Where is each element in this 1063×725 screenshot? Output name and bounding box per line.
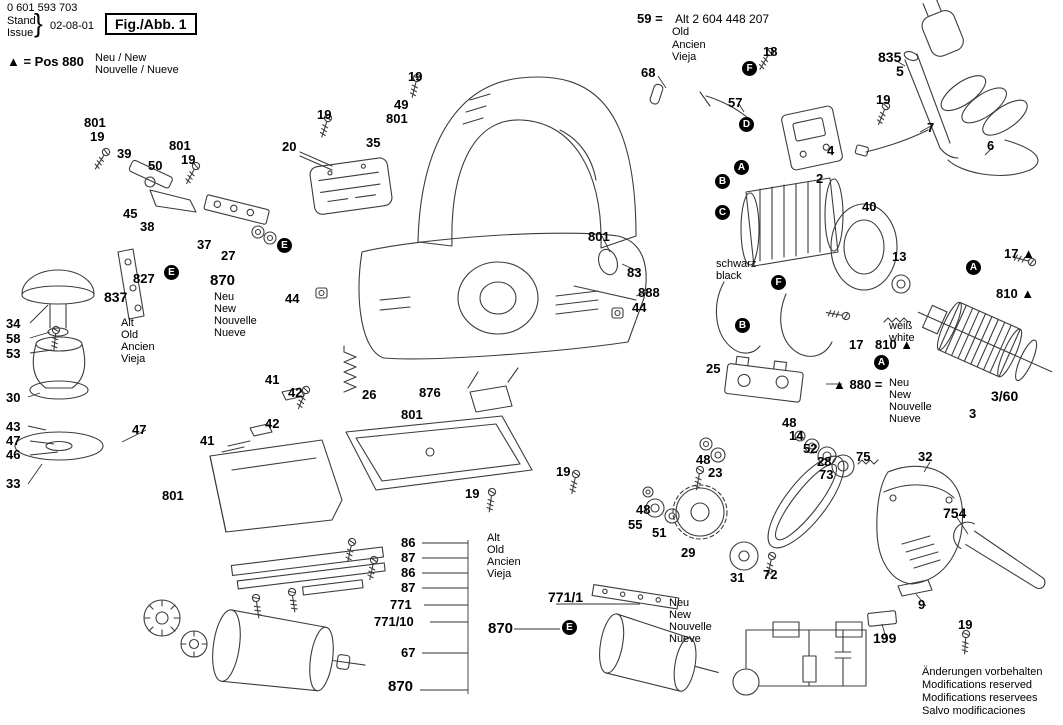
issue-date: 02-08-01	[50, 20, 95, 32]
note59-line: Ancien	[672, 38, 706, 51]
rights-notice: Änderungen vorbehalten Modifications res…	[922, 666, 1042, 718]
brace-glyph: }	[34, 8, 43, 38]
stand-label: Stand	[7, 15, 36, 27]
figure-box: Fig./Abb. 1	[105, 13, 197, 35]
note59-languages: Old Ancien Vieja	[672, 26, 706, 64]
rights-line: Modifications reserved	[922, 679, 1033, 691]
rights-line: Änderungen vorbehalten	[922, 666, 1043, 678]
note59-prefix: 59 =	[637, 11, 663, 26]
legend-nouvelle-nueve: Nouvelle / Nueve	[95, 64, 179, 76]
rights-line: Salvo modificaciones	[922, 705, 1026, 717]
legend-pos880: ▲ = Pos 880	[7, 54, 84, 69]
legend-neu-new: Neu / New	[95, 52, 147, 64]
note59-line: Old	[672, 26, 690, 38]
rights-line: Modifications reservees	[922, 692, 1038, 704]
issue-label: Issue	[7, 27, 34, 39]
note59-number: Alt 2 604 448 207	[675, 12, 770, 26]
document-number: 0 601 593 703	[7, 2, 78, 14]
note59-line: Vieja	[672, 51, 697, 63]
